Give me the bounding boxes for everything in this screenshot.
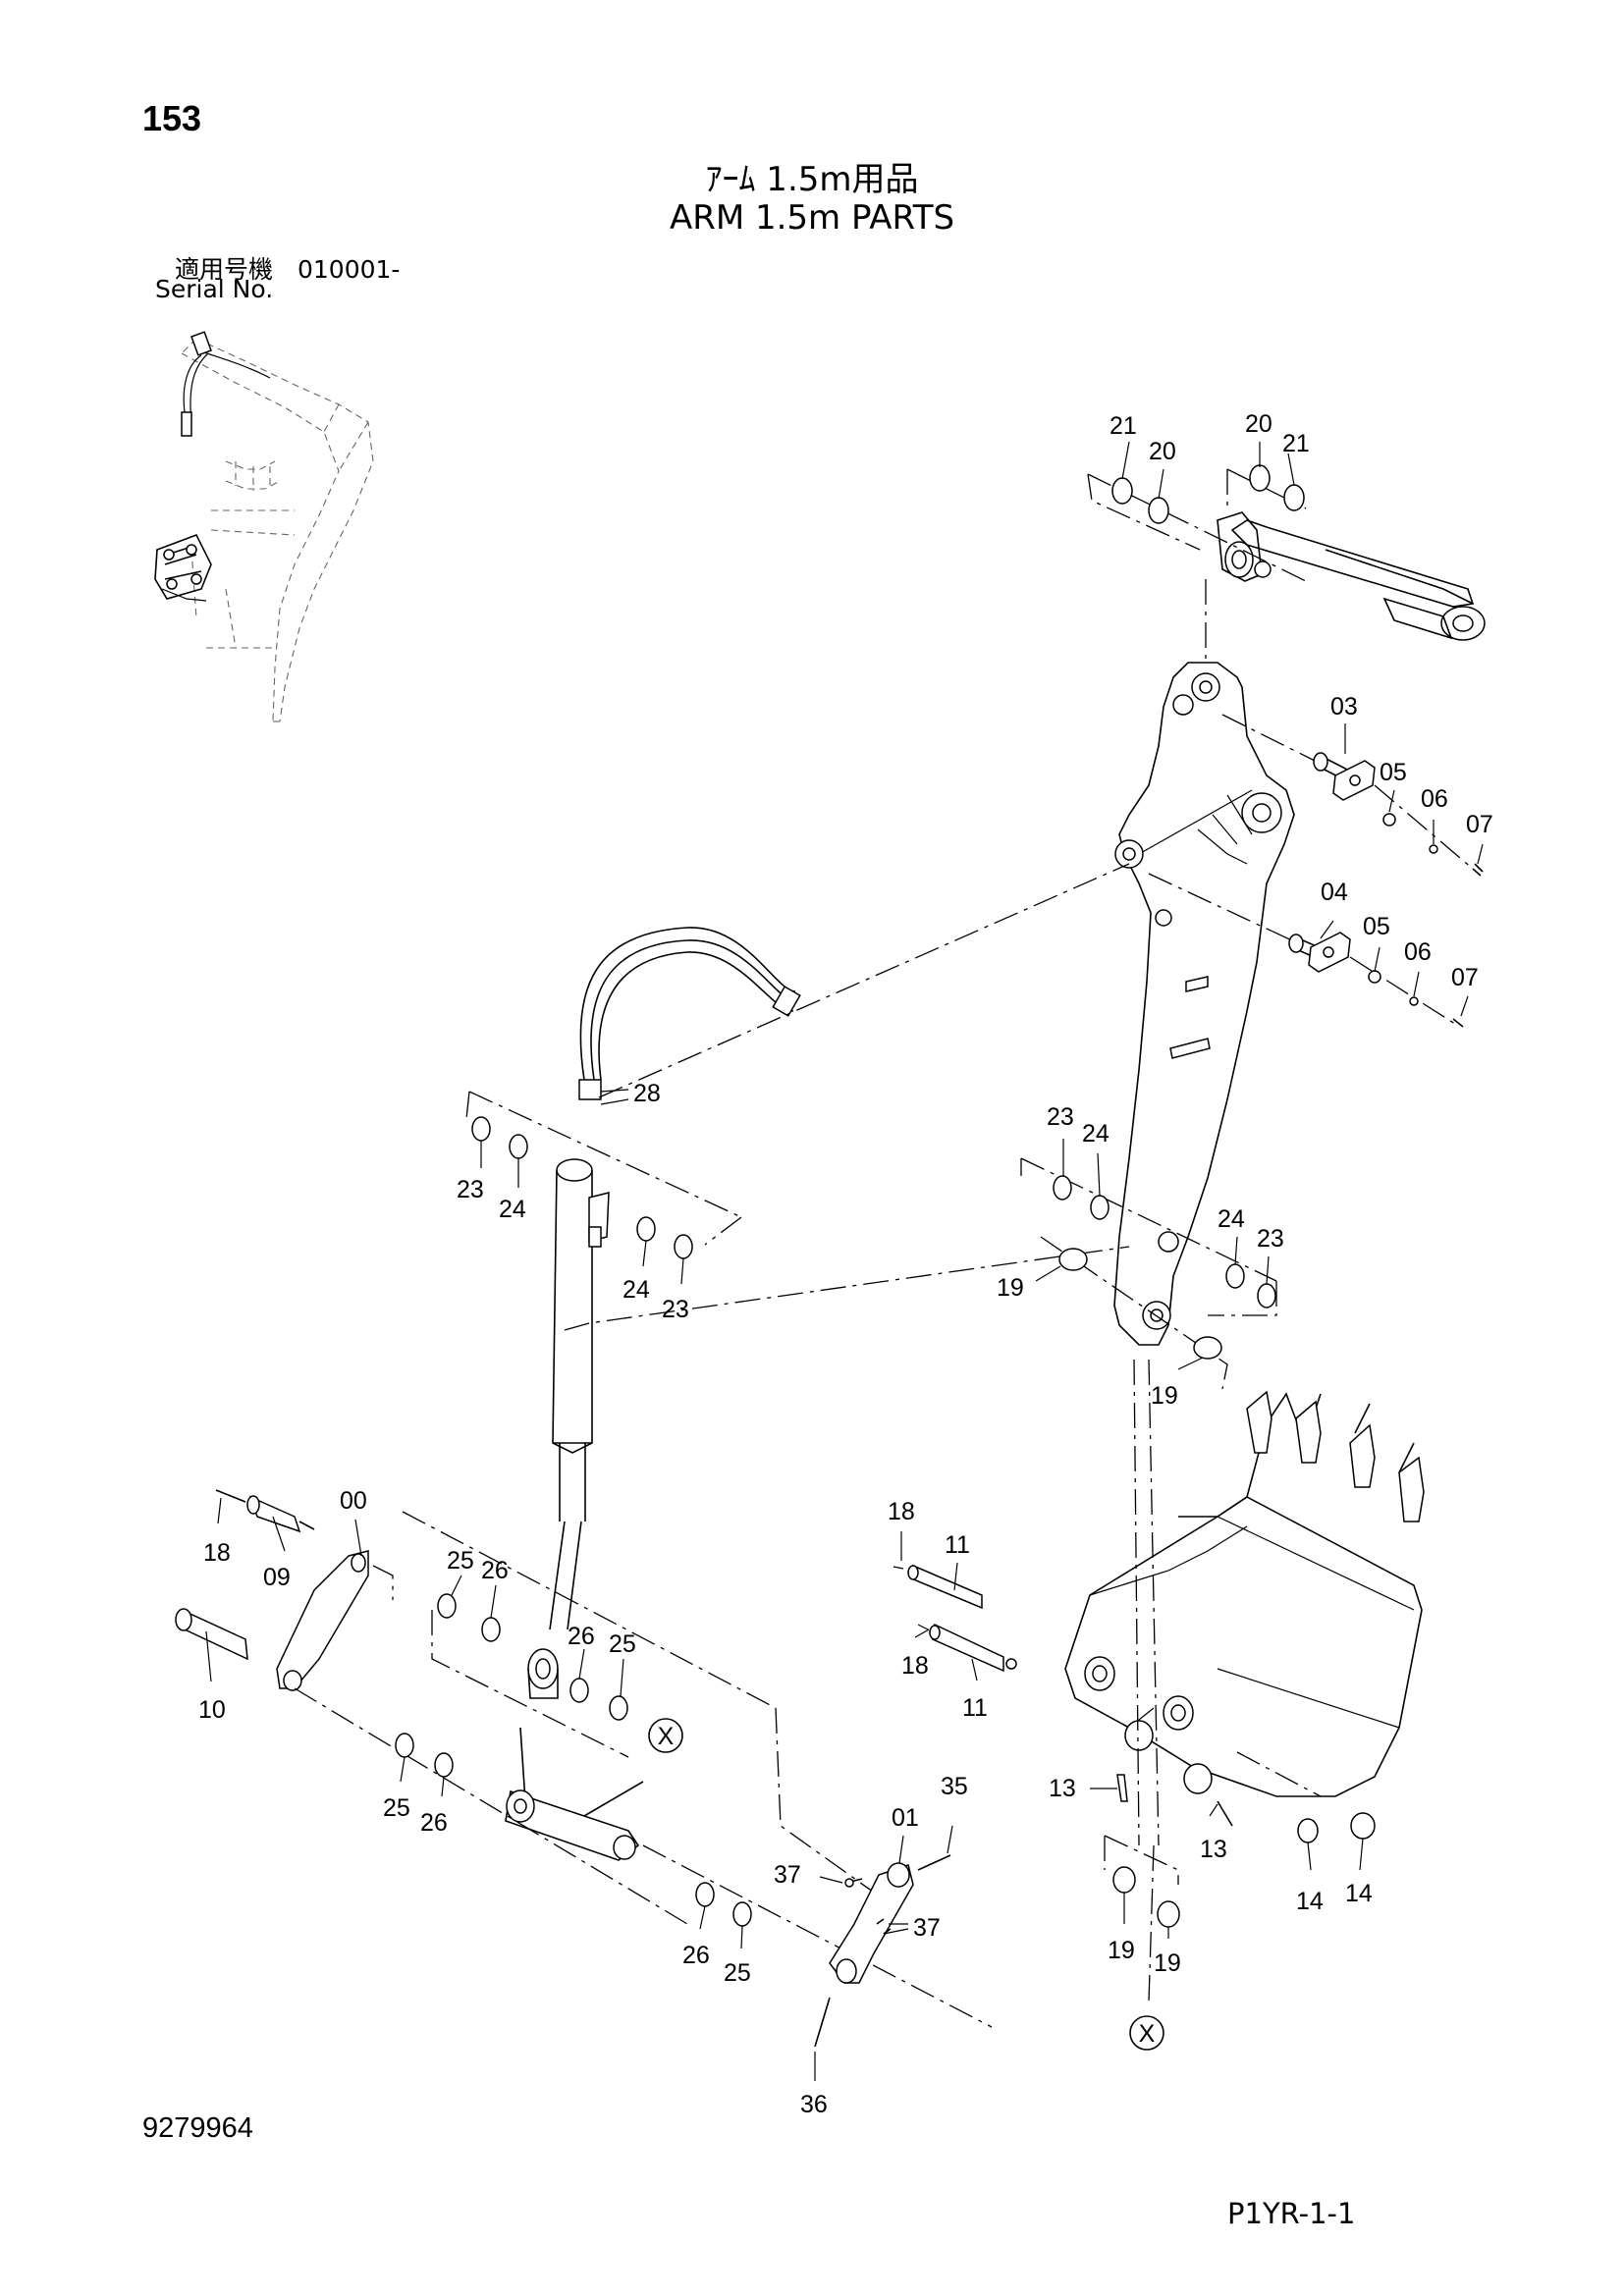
marker-x-left-label: X xyxy=(658,1723,675,1750)
callout-19: 19 xyxy=(997,1274,1024,1302)
callout-24: 24 xyxy=(499,1196,526,1223)
reference-marker-x-left: X xyxy=(648,1718,683,1753)
callout-11: 11 xyxy=(945,1531,970,1559)
link-00-assembly xyxy=(175,1489,688,1925)
pin-04-assembly xyxy=(1148,873,1464,1028)
arm-body xyxy=(1113,662,1295,1346)
pin-03-assembly xyxy=(1221,714,1484,877)
callout-03: 03 xyxy=(1330,693,1358,721)
callout-10: 10 xyxy=(198,1696,226,1724)
callout-18: 18 xyxy=(203,1539,231,1567)
callout-35: 35 xyxy=(941,1773,968,1800)
leader-lines xyxy=(205,441,1484,2081)
callout-20: 20 xyxy=(1245,410,1272,438)
page-title-english: ARM 1.5m PARTS xyxy=(669,198,955,238)
callout-37: 37 xyxy=(774,1861,801,1889)
page-reference: P1YR-1-1 xyxy=(1227,2197,1356,2230)
callout-07: 07 xyxy=(1451,964,1479,991)
callout-19: 19 xyxy=(1108,1937,1135,1964)
callout-25: 25 xyxy=(383,1794,410,1822)
document-id: 9279964 xyxy=(142,2112,253,2144)
callout-25: 25 xyxy=(609,1630,636,1658)
callout-28: 28 xyxy=(633,1080,661,1107)
callout-21: 21 xyxy=(1282,430,1310,457)
page-number: 153 xyxy=(142,98,202,138)
marker-x-right-label: X xyxy=(1139,2020,1156,2048)
callout-25: 25 xyxy=(724,1959,751,1987)
link-01-assembly xyxy=(814,1854,951,2048)
page-title-japanese: ｱｰﾑ 1.5m用品 xyxy=(705,160,919,199)
center-link xyxy=(505,1727,993,2028)
callout-18: 18 xyxy=(901,1652,929,1680)
part-callouts: 21 20 20 21 03 05 06 07 04 05 06 07 28 2… xyxy=(198,410,1493,2118)
callout-05: 05 xyxy=(1380,759,1407,786)
overview-thumbnail xyxy=(154,331,374,722)
callout-19: 19 xyxy=(1154,1949,1181,1977)
callout-19: 19 xyxy=(1151,1382,1178,1410)
callout-26: 26 xyxy=(682,1942,710,1969)
callout-21: 21 xyxy=(1110,412,1137,440)
serial-label-english: Serial No. xyxy=(155,275,274,303)
callout-18: 18 xyxy=(888,1498,915,1525)
callout-04: 04 xyxy=(1321,879,1348,906)
callout-23: 23 xyxy=(457,1176,484,1203)
callout-23: 23 xyxy=(662,1296,689,1323)
callout-07: 07 xyxy=(1466,811,1493,838)
hydraulic-hoses xyxy=(578,927,801,1100)
callout-06: 06 xyxy=(1404,938,1432,966)
callout-36: 36 xyxy=(800,2091,828,2118)
callout-13: 13 xyxy=(1049,1775,1076,1802)
callout-20: 20 xyxy=(1149,438,1176,465)
callout-26: 26 xyxy=(568,1623,595,1650)
callout-01: 01 xyxy=(892,1804,919,1832)
callout-00: 00 xyxy=(340,1487,367,1515)
serial-label-japanese: 適用号機 010001- xyxy=(175,255,401,284)
callout-26: 26 xyxy=(481,1557,509,1584)
callout-24: 24 xyxy=(1218,1205,1245,1233)
bucket-cylinder xyxy=(527,1158,610,1699)
callout-23: 23 xyxy=(1047,1103,1074,1131)
callout-05: 05 xyxy=(1363,913,1390,940)
callout-13: 13 xyxy=(1200,1836,1227,1863)
callout-11: 11 xyxy=(962,1694,988,1722)
bucket xyxy=(1064,1390,1425,1827)
reference-marker-x-right: X xyxy=(1129,2015,1164,2051)
callout-24: 24 xyxy=(1082,1120,1110,1148)
pins-11 xyxy=(893,1564,1017,1673)
callout-09: 09 xyxy=(263,1564,291,1591)
callout-37: 37 xyxy=(913,1914,941,1942)
arm-cylinder-rod-end xyxy=(1217,511,1486,641)
callout-24: 24 xyxy=(623,1276,650,1304)
callout-26: 26 xyxy=(420,1809,448,1837)
callout-23: 23 xyxy=(1257,1225,1284,1253)
callout-06: 06 xyxy=(1421,785,1448,813)
callout-25: 25 xyxy=(447,1547,474,1575)
callout-14: 14 xyxy=(1296,1888,1324,1915)
callout-14: 14 xyxy=(1345,1880,1373,1907)
